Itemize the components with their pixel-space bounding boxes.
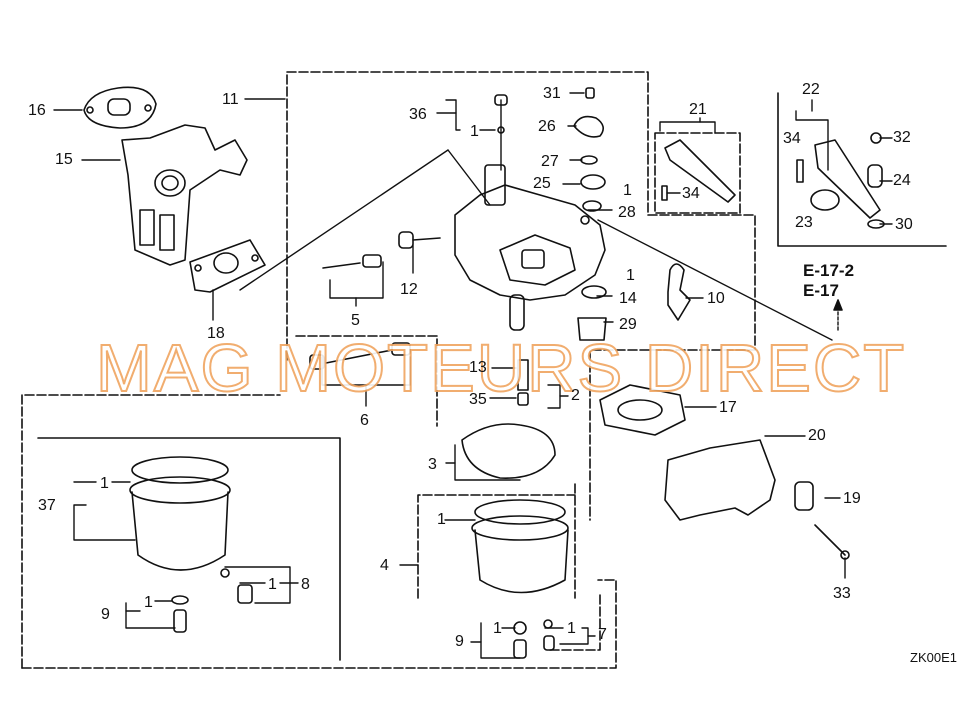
callout-part-10[interactable]: 10 [707, 290, 725, 307]
callout-part-19[interactable]: 19 [843, 490, 861, 507]
callout-part-17[interactable]: 17 [719, 399, 737, 416]
callout-part-12[interactable]: 12 [400, 281, 418, 298]
callout-part-1b[interactable]: 1 [623, 182, 632, 199]
callout-part-15[interactable]: 15 [55, 151, 73, 168]
callout-part-1f[interactable]: 1 [268, 576, 277, 593]
callout-part-20[interactable]: 20 [808, 427, 826, 444]
callout-part-14[interactable]: 14 [619, 290, 637, 307]
callout-part-9a[interactable]: 9 [101, 606, 110, 623]
small-parts-icon [309, 87, 850, 560]
callout-part-3[interactable]: 3 [428, 456, 437, 473]
part-16-gasket-icon [83, 86, 157, 129]
callout-part-13[interactable]: 13 [469, 359, 487, 376]
callout-part-25[interactable]: 25 [533, 175, 551, 192]
throttle-lever-icon [661, 132, 885, 229]
callout-part-8[interactable]: 8 [301, 576, 310, 593]
callout-part-35[interactable]: 35 [469, 391, 487, 408]
part-15-bracket-icon [121, 124, 248, 266]
callout-part-24[interactable]: 24 [893, 172, 911, 189]
callout-part-22[interactable]: 22 [802, 81, 820, 98]
callout-part-21[interactable]: 21 [689, 101, 707, 118]
callout-part-1d[interactable]: 1 [100, 475, 109, 492]
callout-part-1a[interactable]: 1 [470, 123, 479, 140]
callout-part-29[interactable]: 29 [619, 316, 637, 333]
callout-part-2[interactable]: 2 [571, 387, 580, 404]
callout-part-6[interactable]: 6 [360, 412, 369, 429]
float-bowl-alt-icon [129, 456, 253, 633]
callout-part-1i[interactable]: 1 [567, 620, 576, 637]
callout-part-23[interactable]: 23 [795, 214, 813, 231]
callout-part-7[interactable]: 7 [598, 626, 607, 643]
cross-ref-e17[interactable]: E-17 [803, 281, 839, 300]
callout-part-5[interactable]: 5 [351, 312, 360, 329]
callout-part-33[interactable]: 33 [833, 585, 851, 602]
callout-part-30[interactable]: 30 [895, 216, 913, 233]
callout-part-36[interactable]: 36 [409, 106, 427, 123]
float-bowl-icon [471, 499, 569, 659]
callout-part-1h[interactable]: 1 [493, 620, 502, 637]
callout-part-18[interactable]: 18 [207, 325, 225, 342]
callout-part-1e[interactable]: 1 [437, 511, 446, 528]
callout-part-32[interactable]: 32 [893, 129, 911, 146]
figure-code: ZK00E1 [910, 650, 957, 665]
callout-part-26[interactable]: 26 [538, 118, 556, 135]
callout-part-27[interactable]: 27 [541, 153, 559, 170]
callout-part-1c[interactable]: 1 [626, 267, 635, 284]
callout-part-34a[interactable]: 34 [682, 185, 700, 202]
part-18-gasket-icon [189, 239, 266, 293]
callout-part-16[interactable]: 16 [28, 102, 46, 119]
callout-part-9b[interactable]: 9 [455, 633, 464, 650]
leader-lines [53, 92, 893, 659]
group-frames [21, 71, 947, 669]
reference-arrow [833, 299, 843, 311]
callout-part-1g[interactable]: 1 [144, 594, 153, 611]
callout-part-34b[interactable]: 34 [783, 130, 801, 147]
callout-part-31[interactable]: 31 [543, 85, 561, 102]
float-icon [461, 423, 556, 479]
carburetor-body-icon [454, 164, 606, 331]
cross-ref-e17-2[interactable]: E-17-2 [803, 261, 855, 280]
callout-part-37[interactable]: 37 [38, 497, 56, 514]
callout-part-4[interactable]: 4 [380, 557, 389, 574]
watermark: MAG MOTEURS DIRECT [95, 330, 907, 407]
callout-part-11[interactable]: 11 [222, 91, 239, 108]
callout-part-28[interactable]: 28 [618, 204, 636, 221]
